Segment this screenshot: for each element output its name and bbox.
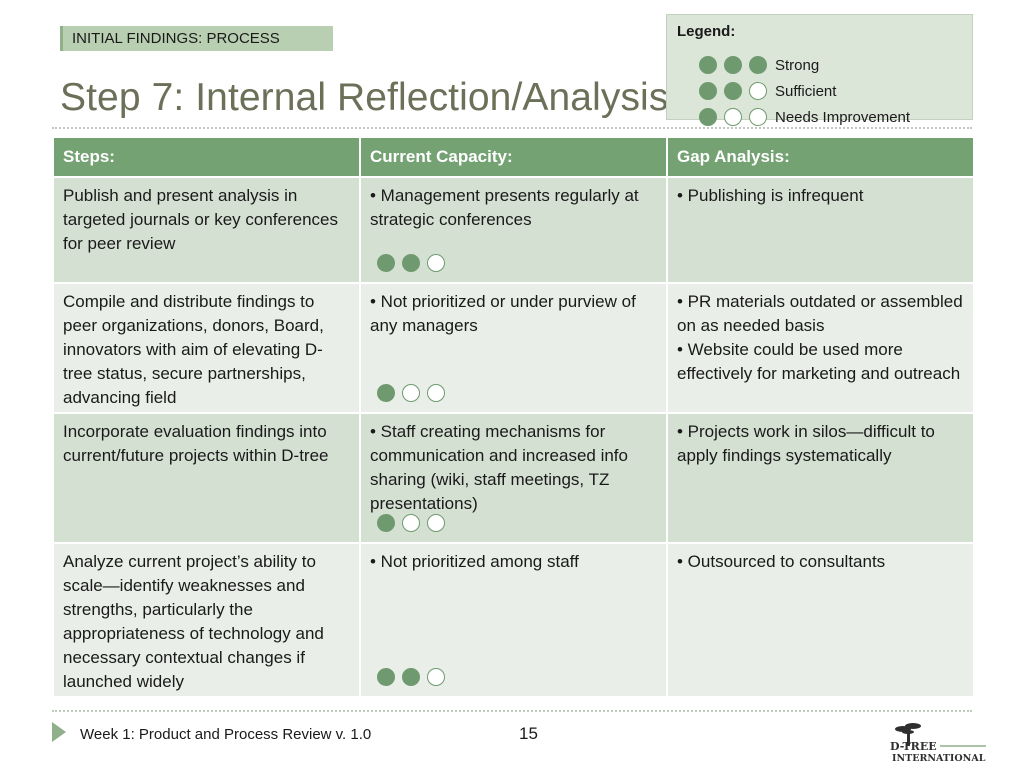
filled-circle-icon	[699, 108, 717, 126]
header-gap-analysis: Gap Analysis:	[666, 136, 975, 178]
header-current-capacity: Current Capacity:	[359, 136, 668, 178]
rating-dots	[699, 108, 767, 126]
filled-circle-icon	[377, 254, 395, 272]
capacity-text: • Staff creating mechanisms for communic…	[370, 422, 628, 513]
legend-row-sufficient: Sufficient	[699, 81, 836, 101]
findings-table: Steps: Current Capacity: Gap Analysis: P…	[52, 136, 975, 698]
gap-cell: • PR materials outdated or assembled on …	[666, 282, 975, 414]
legend-row-needs-improvement: Needs Improvement	[699, 107, 910, 127]
rating-dots	[377, 384, 445, 402]
legend-label: Needs Improvement	[775, 108, 911, 126]
empty-circle-icon	[749, 108, 767, 126]
filled-circle-icon	[377, 668, 395, 686]
step-cell: Analyze current project’s ability to sca…	[52, 542, 361, 698]
filled-circle-icon	[402, 668, 420, 686]
d-tree-logo: D-TREE INTERNATIONAL	[890, 723, 986, 764]
filled-circle-icon	[377, 514, 395, 532]
tree-icon	[895, 723, 921, 746]
divider	[52, 710, 972, 712]
legend-row-strong: Strong	[699, 55, 819, 75]
empty-circle-icon	[427, 514, 445, 532]
page-number: 15	[519, 724, 538, 743]
capacity-cell: • Staff creating mechanisms for communic…	[359, 412, 668, 544]
rating-dots	[699, 56, 767, 74]
empty-circle-icon	[427, 668, 445, 686]
capacity-text: • Management presents regularly at strat…	[370, 186, 639, 229]
filled-circle-icon	[724, 56, 742, 74]
section-tag: INITIAL FINDINGS: PROCESS	[60, 26, 333, 51]
divider	[52, 127, 972, 129]
empty-circle-icon	[402, 384, 420, 402]
slide-title: Step 7: Internal Reflection/Analysis	[60, 76, 669, 119]
gap-cell: • Projects work in silos—difficult to ap…	[666, 412, 975, 544]
step-cell: Incorporate evaluation findings into cur…	[52, 412, 361, 544]
logo-line-2: INTERNATIONAL	[892, 753, 986, 764]
capacity-cell: • Not prioritized among staff	[359, 542, 668, 698]
table-row: Analyze current project’s ability to sca…	[52, 542, 975, 698]
filled-circle-icon	[377, 384, 395, 402]
legend-label: Strong	[775, 56, 820, 74]
filled-circle-icon	[749, 56, 767, 74]
capacity-text: • Not prioritized among staff	[370, 552, 579, 571]
capacity-text: • Not prioritized or under purview of an…	[370, 292, 636, 335]
table-header-row: Steps: Current Capacity: Gap Analysis:	[52, 136, 975, 178]
legend-title: Legend:	[677, 23, 736, 40]
filled-circle-icon	[699, 56, 717, 74]
table-row: Publish and present analysis in targeted…	[52, 176, 975, 284]
next-slide-arrow-icon[interactable]	[52, 722, 66, 742]
legend: Legend: Strong Sufficient Needs Improvem…	[666, 14, 973, 126]
capacity-cell: • Management presents regularly at strat…	[359, 176, 668, 284]
step-cell: Compile and distribute findings to peer …	[52, 282, 361, 414]
table-row: Compile and distribute findings to peer …	[52, 282, 975, 414]
filled-circle-icon	[724, 82, 742, 100]
legend-label: Sufficient	[775, 82, 837, 100]
empty-circle-icon	[402, 514, 420, 532]
filled-circle-icon	[402, 254, 420, 272]
capacity-cell: • Not prioritized or under purview of an…	[359, 282, 668, 414]
header-steps: Steps:	[52, 136, 361, 178]
rating-dots	[699, 82, 767, 100]
footer-text: Week 1: Product and Process Review v. 1.…	[80, 726, 372, 743]
rating-dots	[377, 514, 445, 532]
rating-dots	[377, 668, 445, 686]
filled-circle-icon	[699, 82, 717, 100]
table-row: Incorporate evaluation findings into cur…	[52, 412, 975, 544]
gap-cell: • Outsourced to consultants	[666, 542, 975, 698]
empty-circle-icon	[749, 82, 767, 100]
rating-dots	[377, 254, 445, 272]
logo-line-1: D-TREE	[890, 740, 937, 753]
gap-cell: • Publishing is infrequent	[666, 176, 975, 284]
empty-circle-icon	[427, 254, 445, 272]
empty-circle-icon	[724, 108, 742, 126]
empty-circle-icon	[427, 384, 445, 402]
step-cell: Publish and present analysis in targeted…	[52, 176, 361, 284]
